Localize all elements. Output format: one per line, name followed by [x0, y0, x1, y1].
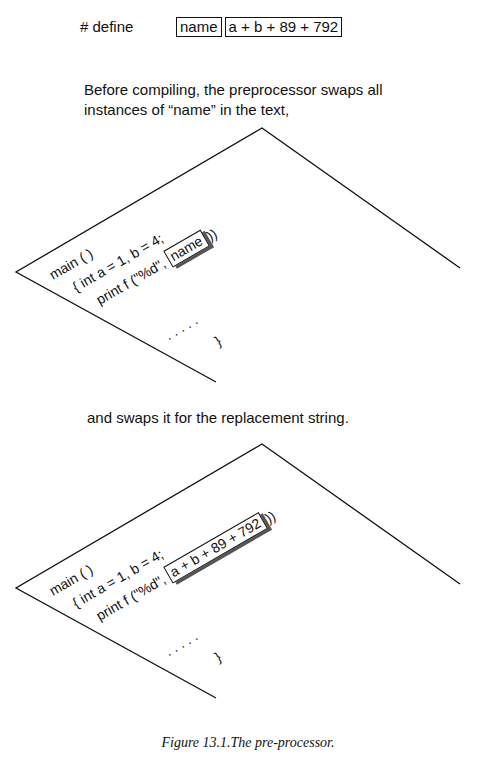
code-text: }	[211, 648, 224, 666]
figure-caption: Figure 13.1.The pre-processor.	[0, 734, 496, 752]
code-page: main ( ){ int a = 1, b = 4;print f ("%d"…	[10, 120, 470, 385]
replace-slot: a + b + 89 + 792	[159, 511, 270, 586]
body-text: and swaps it for the replacement string.	[87, 408, 457, 428]
replaced-box: name	[163, 230, 210, 268]
code-block: main ( ){ int a = 1, b = 4;print f ("%d"…	[46, 434, 391, 731]
body-text: # define	[80, 17, 133, 37]
code-line: }	[211, 332, 224, 350]
code-line: }	[211, 648, 224, 666]
macro-text: a + b + 89 + 792	[229, 18, 339, 35]
code-block: main ( ){ int a = 1, b = 4;print f ("%d"…	[46, 118, 391, 415]
replace-slot: name	[159, 228, 212, 269]
page-edge	[16, 444, 460, 698]
replaced-text: name	[167, 233, 205, 264]
code-text: . . . . .	[162, 627, 201, 660]
code-text: . . . . .	[162, 311, 201, 344]
replaced-text: a + b + 89 + 792	[167, 515, 264, 580]
macro-box: name	[176, 17, 222, 37]
body-text: Before compiling, the preprocessor swaps…	[84, 80, 424, 120]
code-line: . . . . .	[162, 627, 201, 660]
macro-box: a + b + 89 + 792	[225, 17, 343, 37]
page-edge	[16, 128, 460, 382]
code-text: }	[211, 332, 224, 350]
code-line: . . . . .	[162, 311, 201, 344]
macro-text: name	[180, 18, 218, 35]
code-page: main ( ){ int a = 1, b = 4;print f ("%d"…	[10, 436, 470, 701]
replaced-box: a + b + 89 + 792	[163, 512, 268, 584]
